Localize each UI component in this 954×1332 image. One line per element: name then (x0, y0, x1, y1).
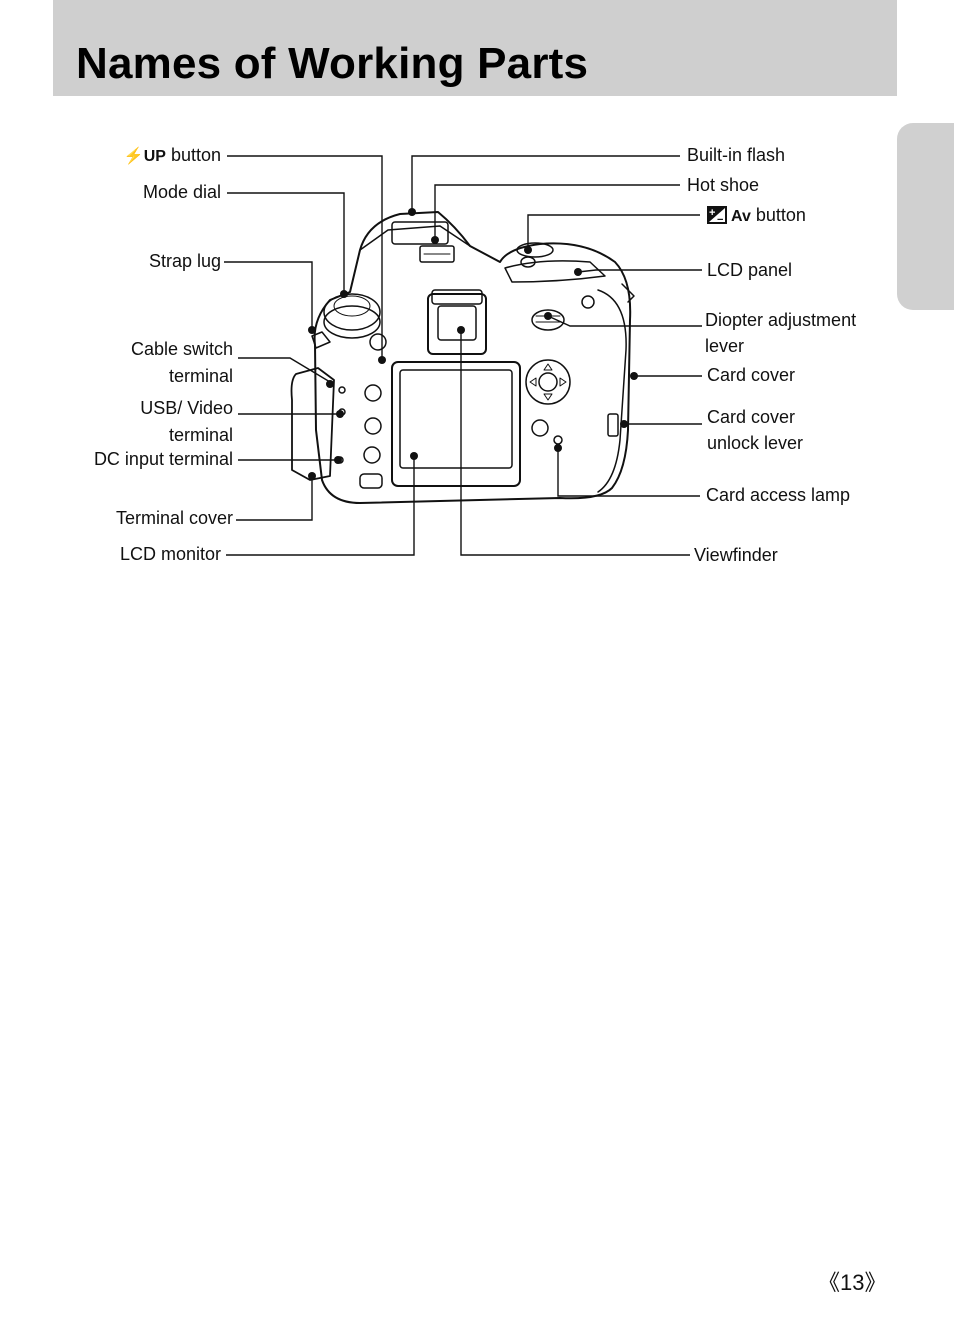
label-usb-video-terminal-2: terminal (168, 425, 233, 445)
flash-up-icon: ⚡UP (123, 148, 166, 165)
svg-text:−: − (717, 214, 723, 226)
av-icon: Av (731, 208, 751, 225)
label-dc-input-terminal: DC input terminal (93, 449, 233, 469)
exposure-compensation-icon: + − (707, 206, 727, 226)
label-cable-switch-terminal: Cable switch (130, 339, 233, 359)
label-mode-dial: Mode dial (142, 182, 221, 202)
page-title: Names of Working Parts (76, 39, 589, 88)
label-card-access-lamp: Card access lamp (706, 485, 851, 505)
label-terminal-cover: Terminal cover (115, 508, 233, 528)
camera-rear-diagram: + − (224, 155, 727, 556)
section-side-tab (897, 123, 954, 310)
page-number: 《13》 (818, 1270, 887, 1295)
label-lcd-panel: LCD panel (707, 260, 793, 280)
label-ev-av-button: Av button (731, 205, 806, 225)
label-strap-lug: Strap lug (148, 251, 221, 271)
label-cable-switch-terminal-2: terminal (168, 366, 233, 386)
svg-text:+: + (709, 207, 715, 219)
label-usb-video-terminal: USB/ Video (140, 398, 233, 418)
label-built-in-flash: Built-in flash (687, 145, 786, 165)
label-viewfinder: Viewfinder (694, 545, 778, 565)
label-diopter-adjustment-lever-2: lever (705, 336, 745, 356)
label-card-cover-unlock-lever-2: unlock lever (707, 433, 804, 453)
label-diopter-adjustment-lever: Diopter adjustment (705, 310, 857, 330)
title-banner (53, 0, 897, 96)
label-hot-shoe: Hot shoe (687, 175, 760, 195)
label-flash-up-button: ⚡UP button (123, 145, 221, 165)
label-card-cover-unlock-lever: Card cover (707, 407, 796, 427)
label-card-cover: Card cover (707, 365, 796, 385)
label-lcd-monitor: LCD monitor (119, 544, 221, 564)
camera-illustration (290, 211, 635, 504)
leader-lines (224, 155, 702, 556)
callout-dots (308, 208, 638, 480)
